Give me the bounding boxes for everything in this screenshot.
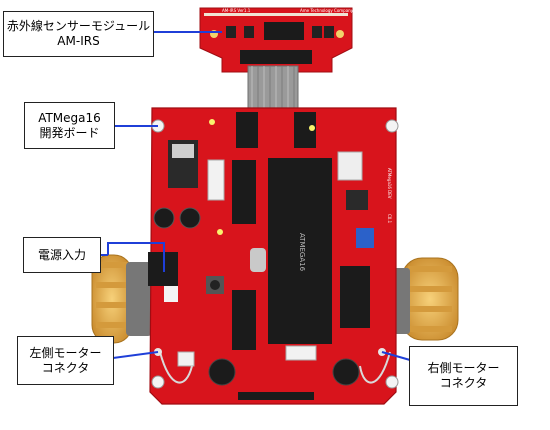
callout-left-motor-connector: 左側モーター コネクタ	[17, 336, 114, 385]
callout-atmega-board: ATMega16 開発ボード	[24, 102, 115, 149]
left-wheel	[91, 254, 152, 344]
sensor-header-right-text: Ame Technology Company	[300, 8, 354, 13]
callout-left-motor-line1: 左側モーター	[29, 345, 102, 360]
callout-power-input: 電源入力	[23, 237, 101, 273]
callout-power-line1: 電源入力	[37, 247, 86, 262]
callout-right-motor-line1: 右側モーター	[427, 361, 500, 375]
mcu-label-text: ATMEGA16	[298, 233, 306, 272]
callout-ir-line2: AM-IRS	[57, 34, 100, 48]
right-wheel	[392, 257, 459, 341]
main-pcb: ATMEGA16 ATMega16 DEV C0.1	[148, 107, 399, 405]
callout-ir-sensor-module: 赤外線センサーモジュール AM-IRS	[3, 11, 154, 57]
callout-atmega-line1: ATMega16	[38, 110, 101, 125]
mcu-chip	[268, 158, 332, 344]
board-rev-text: C0.1	[387, 214, 392, 224]
callout-left-motor-line2: コネクタ	[41, 360, 90, 375]
ir-sensor-module: AM-IRS Ver1.1 Ame Technology Company	[199, 7, 354, 73]
callout-right-motor-connector: 右側モーター コネクタ	[409, 346, 518, 406]
callout-right-motor-line2: コネクタ	[439, 376, 488, 390]
callout-lines	[100, 31, 411, 361]
board-title-text: ATMega16 DEV	[387, 168, 392, 199]
callout-ir-line1: 赤外線センサーモジュール	[6, 19, 151, 33]
sensor-header-text: AM-IRS Ver1.1	[222, 8, 251, 13]
callout-atmega-line2: 開発ボード	[39, 125, 100, 140]
